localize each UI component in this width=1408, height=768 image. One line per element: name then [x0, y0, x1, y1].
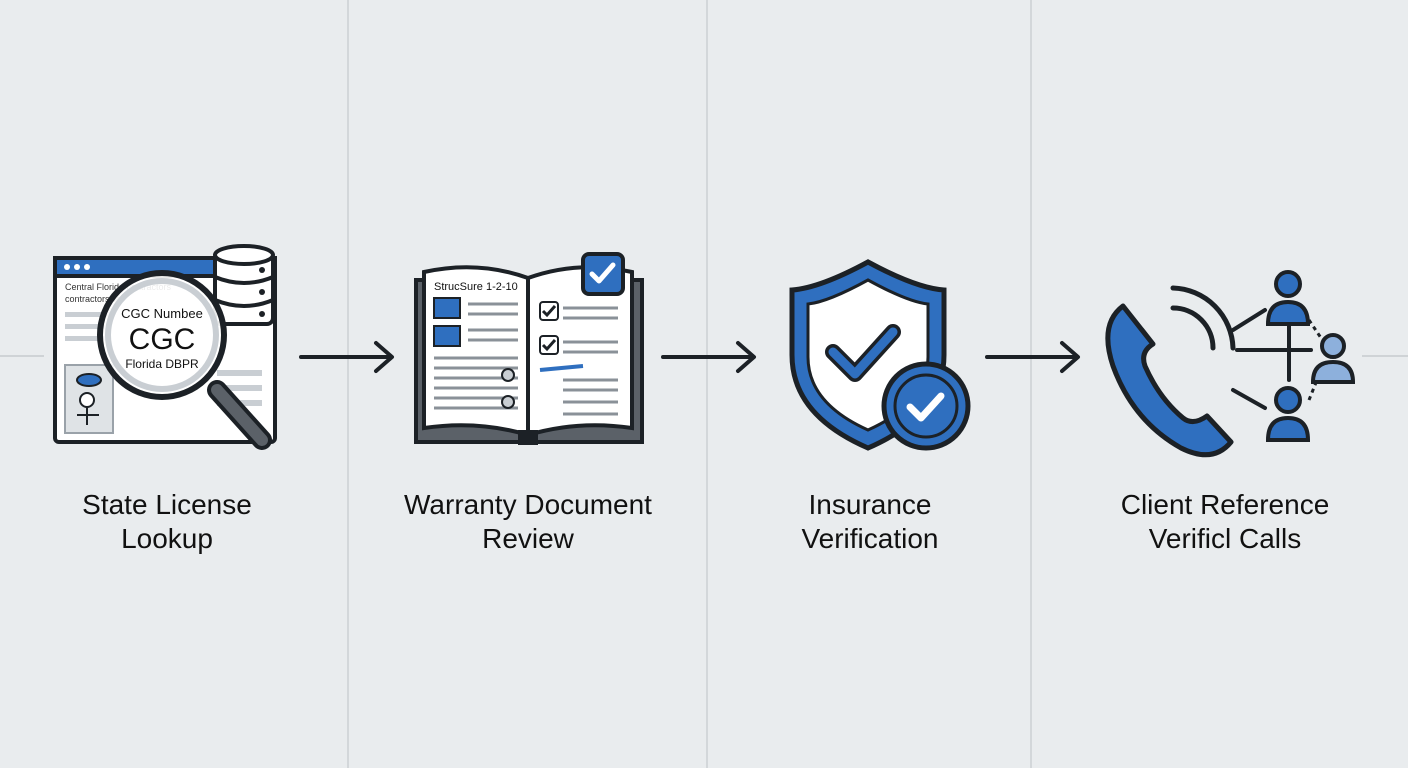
person-icon [1310, 333, 1356, 384]
badge-line-2: CGC [129, 323, 196, 356]
stage-title-line-1: Client Reference [1120, 489, 1330, 520]
stage-title-line-2: Review [482, 523, 574, 554]
column-divider [347, 0, 349, 768]
check-badge-icon [581, 252, 625, 296]
book-header: StrucSure 1-2-10 [434, 281, 518, 293]
stage-title-line-1: Warranty Document [404, 489, 652, 520]
open-book-icon: StrucSure 1-2-10 [414, 252, 644, 445]
baseline-left [0, 355, 44, 357]
stage-title-line-1: State License [82, 489, 252, 520]
checkbox-checked-icon [539, 301, 559, 355]
stage-insurance-verification: Insurance Verification [720, 0, 1020, 768]
badge-line-1: CGC Numbee [121, 306, 203, 321]
column-divider [706, 0, 708, 768]
stage-warranty-review: StrucSure 1-2-10 Warranty Docu [378, 0, 678, 768]
person-icon [1265, 386, 1311, 442]
column-divider [1030, 0, 1032, 768]
screen-text-2: contractors lic [65, 294, 121, 304]
arrow-right-icon [661, 341, 756, 373]
phone-icon [1105, 285, 1236, 458]
badge-line-3: Florida DBPR [125, 357, 199, 371]
check-circle-icon [881, 361, 971, 451]
stage-title-line-1: Insurance [808, 489, 932, 520]
arrow-right-icon [985, 341, 1080, 373]
person-icon [1265, 270, 1311, 326]
shield-check-icon [789, 259, 971, 451]
stage-client-reference: Client Reference Verificl Calls [1075, 0, 1375, 768]
phone-network-icon [1105, 270, 1356, 458]
magnifier-icon: CGC Numbee CGC Florida DBPR [97, 270, 272, 450]
stage-label: Insurance Verification [720, 488, 1020, 556]
stage-label: Warranty Document Review [378, 488, 678, 556]
stage-title-line-2: Verification [801, 523, 939, 554]
stage-license-lookup: Central Florida contractors contractors … [17, 0, 317, 768]
stage-label: State License Lookup [17, 488, 317, 556]
baseline-right [1362, 355, 1408, 357]
arrow-right-icon [299, 341, 394, 373]
license-lookup-icon: Central Florida contractors contractors … [53, 244, 277, 450]
stage-title-line-2: Lookup [121, 523, 213, 554]
database-icon [213, 244, 275, 326]
stage-label: Client Reference Verificl Calls [1075, 488, 1375, 556]
stage-title-line-2: Verificl Calls [1148, 523, 1302, 554]
